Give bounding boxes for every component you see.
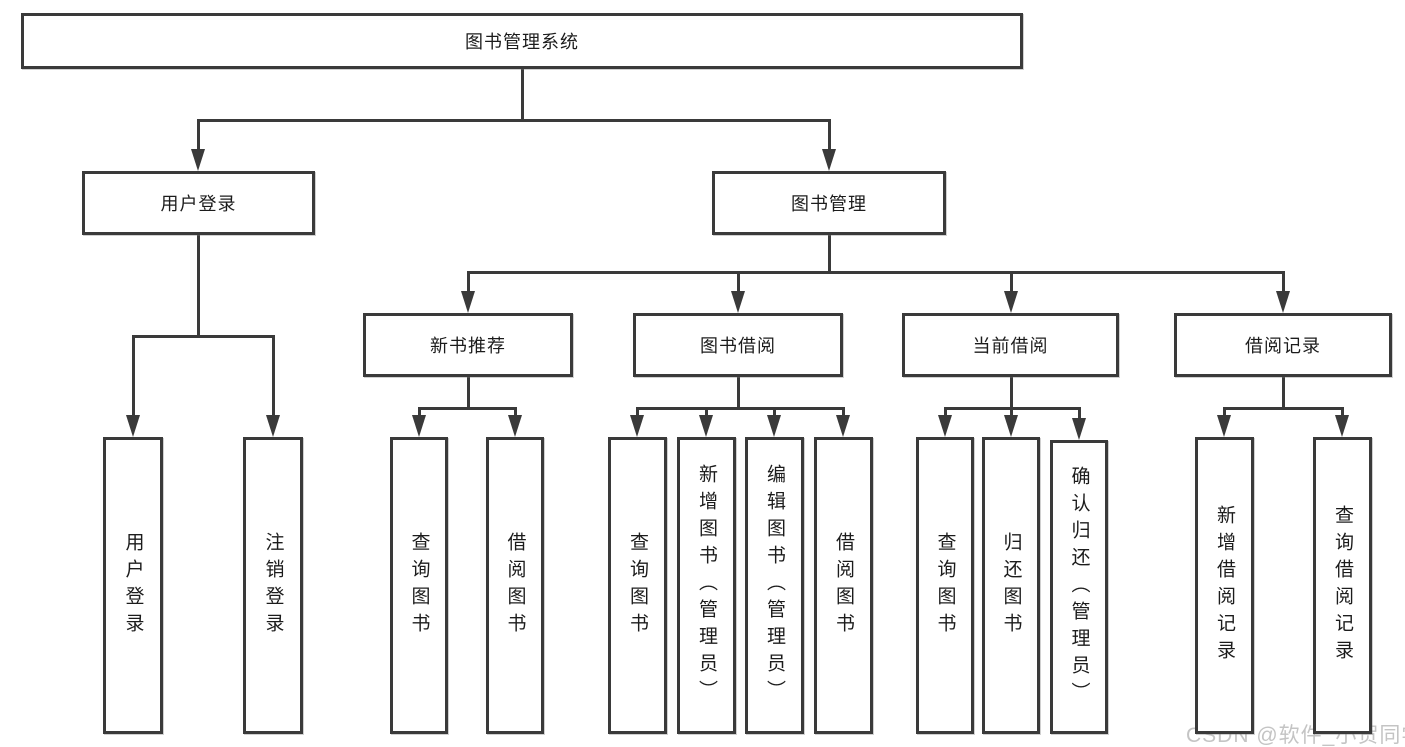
node-label: 图书管理 [791,194,867,214]
node-current-borrowing: 当前借阅 [902,313,1119,377]
arrow-down-icon [191,149,205,171]
arrow-down-icon [731,291,745,313]
node-borrowing-records: 借阅记录 [1174,313,1392,377]
node-query-borrow-record: 查询借阅记录 [1313,437,1372,734]
arrow-down-icon [266,415,280,437]
arrow-down-icon [938,415,952,437]
node-label: 图书管理系统 [465,32,579,52]
node-label: 借阅记录 [1245,336,1321,356]
connector-branch [271,335,275,423]
node-label: 注销登录 [262,531,284,640]
arrow-down-icon [1335,415,1349,437]
arrow-down-icon [1217,415,1231,437]
node-label: 借阅图书 [833,531,854,640]
connector-branch [827,119,831,157]
connector-branch [1077,407,1081,426]
arrow-down-icon [836,415,850,437]
node-add-books-admin: 新增图书（管理员） [677,437,736,734]
arrow-down-icon [630,415,644,437]
connector-branch [196,119,200,157]
connector-branch [1009,271,1013,299]
node-label: 查询图书 [627,531,648,640]
node-return-books: 归还图书 [982,437,1040,734]
node-label: 查询图书 [408,531,430,640]
connector-stem [736,377,740,410]
arrow-down-icon [767,415,781,437]
node-query-books-1: 查询图书 [390,437,448,734]
node-label: 借阅图书 [504,531,526,640]
arrow-down-icon [1004,415,1018,437]
connector-stem [466,377,470,410]
connector-branch [131,335,135,423]
node-edit-books-admin: 编辑图书（管理员） [745,437,804,734]
node-user-login: 用户登录 [103,437,163,734]
connector-stem [1009,377,1013,410]
node-label: 新书推荐 [430,336,506,356]
connector-stem [520,69,524,122]
connector-rail [417,407,517,410]
node-label: 用户登录 [122,531,144,640]
connector-stem [196,235,200,338]
arrow-down-icon [1276,291,1290,313]
node-label: 查询图书 [934,531,956,640]
arrow-down-icon [508,415,522,437]
connector-branch [1281,271,1285,299]
connector-rail [196,119,831,122]
node-logout: 注销登录 [243,437,303,734]
node-label: 确认归还（管理员） [1068,465,1090,709]
node-new-book-recommend: 新书推荐 [363,313,573,377]
arrow-down-icon [126,415,140,437]
node-book-management: 图书管理 [712,171,946,235]
connector-rail [635,407,845,410]
node-label: 图书借阅 [700,336,776,356]
node-label: 编辑图书（管理员） [764,464,785,707]
node-borrow-books-1: 借阅图书 [486,437,544,734]
arrow-down-icon [699,415,713,437]
connector-stem [1281,377,1285,410]
node-add-borrow-record: 新增借阅记录 [1195,437,1254,734]
node-borrow-books-2: 借阅图书 [814,437,873,734]
connector-stem [827,235,831,274]
arrow-down-icon [1072,418,1086,440]
arrow-down-icon [412,415,426,437]
node-query-books-3: 查询图书 [916,437,974,734]
node-root: 图书管理系统 [21,13,1023,69]
node-book-borrowing: 图书借阅 [633,313,843,377]
node-query-books-2: 查询图书 [608,437,667,734]
arrow-down-icon [461,291,475,313]
node-label: 新增图书（管理员） [696,464,717,707]
node-label: 归还图书 [1000,531,1022,640]
arrow-down-icon [822,149,836,171]
connector-rail [1222,407,1344,410]
connector-rail [131,335,275,338]
connector-rail [466,271,1285,274]
connector-branch [736,271,740,299]
node-user-login-group: 用户登录 [82,171,315,235]
node-label: 查询借阅记录 [1332,504,1353,667]
node-label: 用户登录 [160,194,237,214]
node-label: 新增借阅记录 [1214,504,1235,667]
connector-branch [466,271,470,299]
node-confirm-return-admin: 确认归还（管理员） [1050,440,1108,734]
arrow-down-icon [1004,291,1018,313]
node-label: 当前借阅 [972,336,1049,356]
